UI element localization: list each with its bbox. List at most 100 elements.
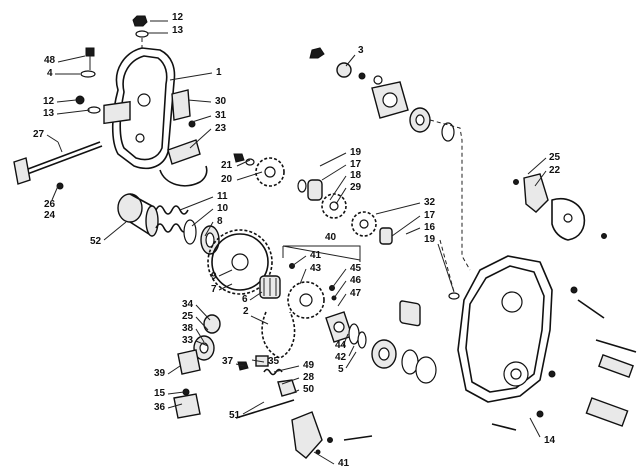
callout-21: 21 [221, 160, 233, 171]
callout-40-bracket [282, 245, 361, 262]
leader-line-20 [236, 171, 263, 181]
callout-24: 24 [44, 210, 56, 221]
leader-line-25 [527, 157, 547, 175]
callout-41: 41 [310, 250, 322, 261]
spacer-17-16 [379, 227, 421, 327]
leader-line-45 [331, 268, 347, 289]
leader-line-37 [235, 363, 245, 367]
callout-15: 15 [154, 388, 166, 399]
leader-line-12 [56, 99, 77, 103]
spring-49 [263, 368, 283, 376]
leader-line-34 [195, 304, 211, 321]
callout-51: 51 [229, 410, 241, 421]
leader-line-11 [179, 196, 214, 211]
leader-line-10 [191, 208, 214, 227]
leader-line-5 [345, 351, 357, 369]
leader-line-28 [281, 377, 300, 385]
callout-44: 44 [335, 340, 347, 351]
callout-36: 36 [154, 402, 166, 413]
shaft-27 [13, 141, 103, 190]
spring-11 [155, 205, 189, 233]
callout-38: 38 [182, 323, 194, 334]
leader-line-41 [291, 255, 307, 267]
leader-line-23 [189, 128, 212, 149]
leader-line-16 [405, 227, 421, 235]
leader-line-6 [249, 291, 263, 301]
callout-19: 19 [424, 234, 436, 245]
leader-line-17 [321, 164, 347, 181]
callout-10: 10 [217, 203, 229, 214]
cable-loop [159, 165, 208, 187]
callout-32: 32 [424, 197, 436, 208]
callout-6: 6 [242, 294, 248, 305]
callout-23: 23 [215, 123, 227, 134]
callout-17: 17 [424, 210, 436, 221]
callout-29: 29 [350, 182, 362, 193]
leader-line-22 [534, 170, 547, 187]
callout-13: 13 [172, 25, 184, 36]
washers-12-13 [75, 95, 101, 114]
callout-34: 34 [182, 299, 194, 310]
callout-45: 45 [350, 263, 362, 274]
callout-48: 48 [44, 55, 56, 66]
callout-18: 18 [350, 170, 362, 181]
washer-10 [183, 219, 197, 245]
leader-line-8 [204, 221, 214, 237]
leader-line-42 [348, 345, 355, 357]
block-39 [177, 349, 201, 375]
callout-1: 1 [216, 67, 222, 78]
callout-30: 30 [215, 96, 227, 107]
leader-line-26 [51, 185, 59, 201]
leader-line-49 [273, 365, 300, 373]
leader-line-30 [187, 99, 212, 103]
bearing-upper [409, 107, 455, 142]
callout-11: 11 [217, 191, 228, 202]
callout-37: 37 [222, 356, 234, 367]
leader-line-2 [250, 315, 269, 325]
bearing-8 [200, 225, 220, 255]
callout-26: 26 [44, 199, 56, 210]
callout-33: 33 [182, 335, 194, 346]
callout-2: 2 [243, 306, 249, 317]
dashed-shaft-line [429, 119, 471, 293]
spacer-17-19 [297, 179, 323, 201]
callout-3: 3 [358, 45, 364, 56]
leader-line-13 [56, 109, 91, 115]
callout-7: 7 [211, 284, 217, 295]
gearcase-housing [457, 255, 553, 403]
callout-5: 5 [338, 364, 344, 375]
leader-line-31 [191, 115, 212, 123]
leader-line-36 [167, 403, 183, 409]
seal-rings [371, 339, 437, 384]
leader-line-29 [335, 187, 347, 205]
leader-line-3 [345, 54, 356, 67]
bracket-22 [513, 173, 607, 241]
callout-25: 25 [549, 152, 561, 163]
callout-49: 49 [303, 360, 315, 371]
callout-20: 20 [221, 174, 233, 185]
callout-41: 41 [338, 458, 350, 469]
leader-line-7 [218, 283, 233, 291]
leader-line-41 [313, 451, 335, 465]
callout-31: 31 [215, 110, 227, 121]
right-side-bolts [491, 286, 637, 431]
leader-line-1 [169, 72, 213, 81]
callout-4: 4 [47, 68, 53, 79]
callout-13: 13 [43, 108, 55, 119]
leader-line-40 [282, 245, 361, 261]
leader-line-21 [236, 159, 251, 167]
callout-50: 50 [303, 384, 315, 395]
lever-assembly [291, 411, 373, 459]
leader-line-32 [375, 202, 421, 215]
callout-8: 8 [217, 216, 223, 227]
callout-42: 42 [335, 352, 347, 363]
callout-47: 47 [350, 288, 362, 299]
callout-9: 9 [211, 271, 217, 282]
callout-28: 28 [303, 372, 315, 383]
small-sprocket-43 [287, 281, 325, 319]
leader-line-52 [103, 221, 127, 241]
leader-line-33 [195, 340, 209, 347]
callout-52: 52 [90, 236, 102, 247]
